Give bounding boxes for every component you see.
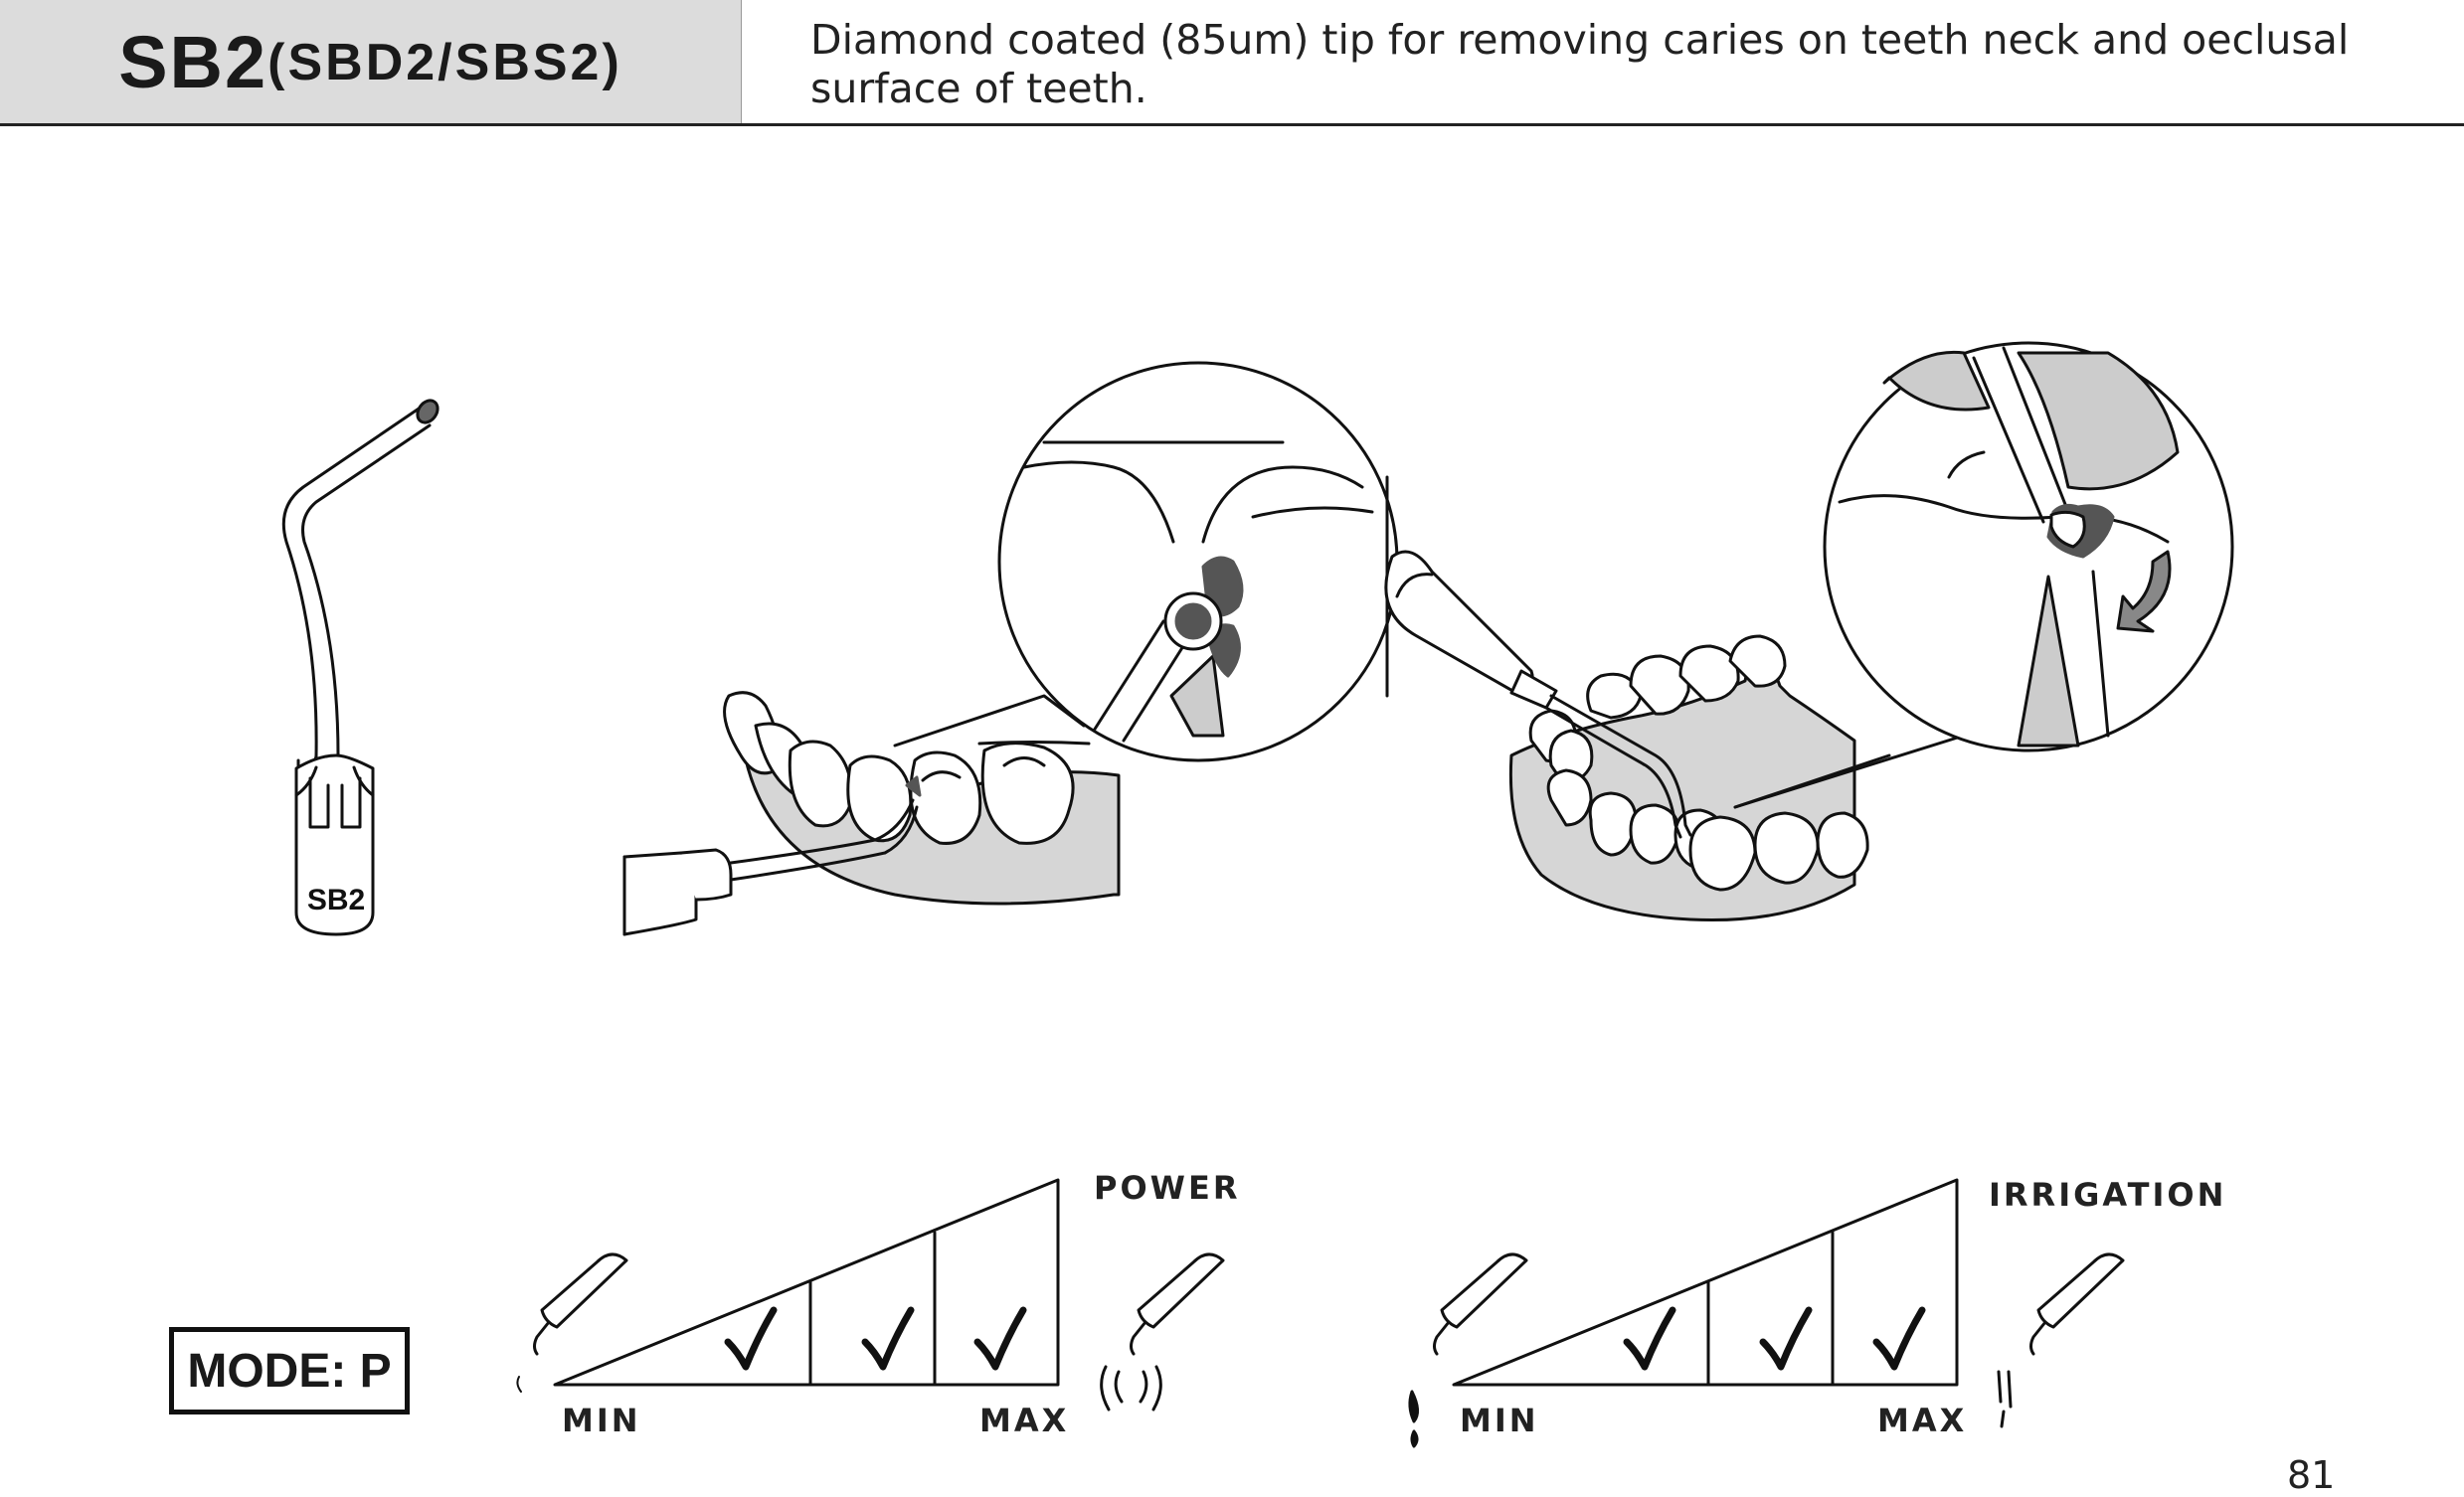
product-code-box: SB2(SBD2/SBS2)	[0, 0, 742, 124]
irrigation-check-2	[1759, 1306, 1813, 1371]
irrigation-check-1	[1623, 1306, 1676, 1371]
power-max-label: MAX	[979, 1402, 1070, 1439]
power-check-3	[973, 1306, 1027, 1371]
scene-lower-jaw	[622, 361, 1399, 936]
scaler-tip-illustration	[281, 399, 440, 936]
irrigation-check-3	[1872, 1306, 1926, 1371]
page-number: 81	[2287, 1453, 2336, 1497]
product-code: SB2	[118, 21, 268, 103]
product-description: Diamond coated (85um) tip for removing c…	[810, 16, 2350, 112]
irrigation-title: IRRIGATION	[1989, 1176, 2227, 1214]
power-check-2	[861, 1306, 915, 1371]
power-min-label: MIN	[562, 1402, 641, 1439]
tip-engraving: SB2	[307, 884, 365, 916]
irrigation-min-label: MIN	[1460, 1402, 1539, 1439]
power-scale	[516, 1178, 1225, 1412]
power-title: POWER	[1094, 1169, 1241, 1207]
scene-open-mouth	[1384, 341, 2234, 922]
power-check-1	[724, 1306, 778, 1371]
mode-label: MODE: P	[169, 1327, 410, 1414]
irrigation-scale	[1408, 1178, 2125, 1448]
diamond-ball-tip	[416, 399, 440, 424]
header-divider	[0, 123, 2464, 126]
product-variants: (SBD2/SBS2)	[267, 33, 622, 91]
irrigation-max-label: MAX	[1877, 1402, 1968, 1439]
